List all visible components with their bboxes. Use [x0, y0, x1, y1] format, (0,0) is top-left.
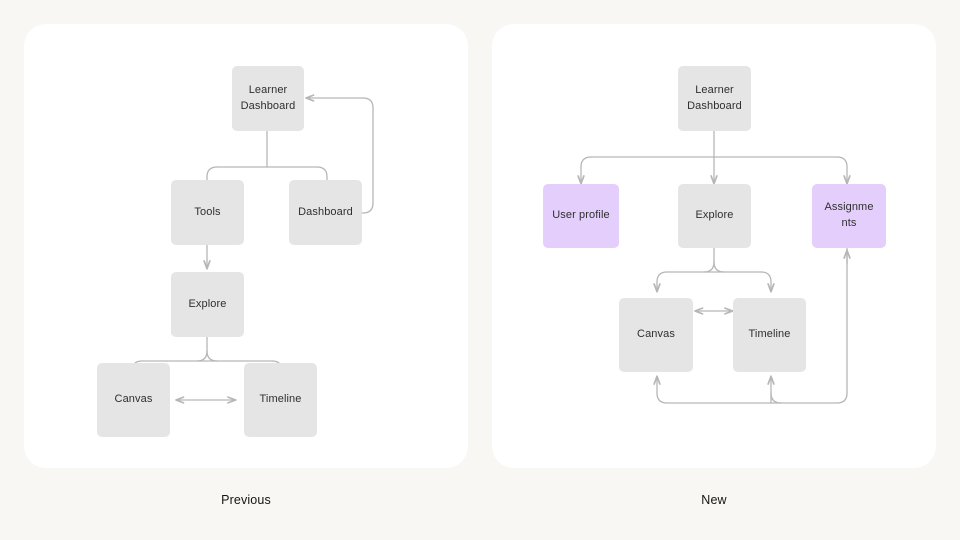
panel-card-previous: Learner Dashboard Tools Dashboard Explor… [24, 24, 468, 468]
caption-previous: Previous [221, 493, 271, 507]
caption-new: New [701, 493, 727, 507]
node-label: Explore [695, 209, 734, 222]
node-label: Assignme nts [824, 201, 874, 229]
node-canvas[interactable]: Canvas [619, 298, 693, 372]
node-label: Tools [194, 205, 221, 218]
node-timeline[interactable]: Timeline [733, 298, 806, 372]
node-label: Canvas [114, 393, 153, 406]
node-canvas[interactable]: Canvas [97, 363, 170, 437]
node-user-profile[interactable]: User profile [543, 184, 619, 248]
node-timeline[interactable]: Timeline [244, 363, 317, 437]
panel-card-new: Learner Dashboard User profile Explore A… [492, 24, 936, 468]
node-explore[interactable]: Explore [678, 184, 751, 248]
node-explore[interactable]: Explore [171, 272, 244, 337]
node-label: Dashboard [298, 205, 353, 218]
node-label: Learner Dashboard [687, 83, 742, 112]
node-learner-dashboard[interactable]: Learner Dashboard [678, 66, 751, 131]
node-label: Timeline [259, 393, 302, 406]
node-tools[interactable]: Tools [171, 180, 244, 245]
node-label: Learner Dashboard [240, 83, 296, 112]
node-assignments[interactable]: Assignme nts [812, 184, 886, 248]
node-label: User profile [552, 209, 610, 222]
node-label: Timeline [748, 328, 791, 341]
node-label: Explore [188, 297, 227, 310]
node-dashboard[interactable]: Dashboard [289, 180, 362, 245]
node-learner-dashboard[interactable]: Learner Dashboard [232, 66, 304, 131]
node-label: Canvas [637, 328, 675, 341]
